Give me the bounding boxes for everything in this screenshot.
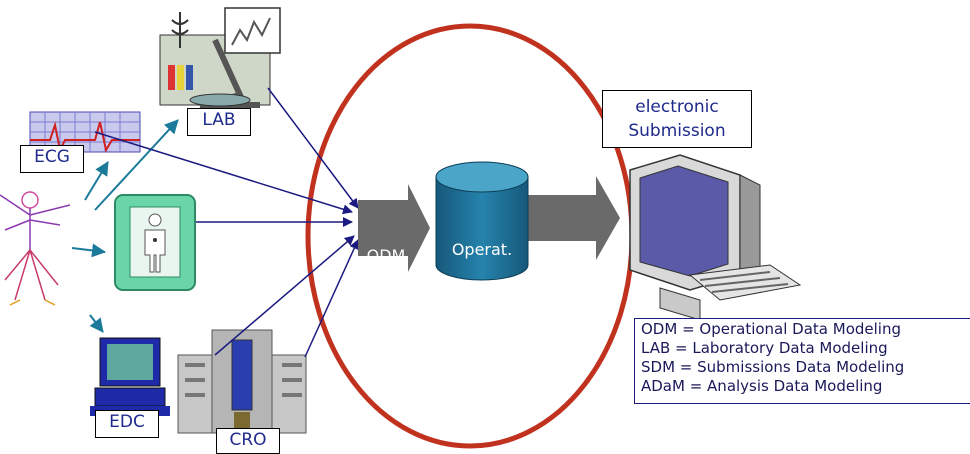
arrow-human-to-edc bbox=[89, 314, 104, 333]
cro-label: CRO bbox=[216, 428, 280, 454]
arrow-ecg-to-odm bbox=[94, 131, 353, 215]
sds-adam-block-arrow bbox=[528, 176, 620, 260]
operational-database-cylinder bbox=[435, 161, 529, 281]
database-line-1: Operat. bbox=[451, 240, 513, 259]
edc-label: EDC bbox=[95, 410, 159, 438]
arrow-lab-to-odm bbox=[267, 87, 359, 209]
submission-line-2: Submission bbox=[628, 121, 726, 141]
submission-line-1: electronic bbox=[635, 97, 719, 117]
arrow-cro-to-odm bbox=[304, 239, 359, 358]
ecg-chart-icon bbox=[29, 111, 141, 154]
arrow-human-to-ecg bbox=[84, 161, 109, 201]
legend-item: ODM = Operational Data Modeling bbox=[641, 320, 901, 338]
odm-lab-block-arrow bbox=[358, 184, 430, 272]
arrow-human-to-lab bbox=[94, 119, 179, 211]
arrow-human-to-patient bbox=[71, 243, 106, 258]
lab-microscope-icon bbox=[159, 7, 281, 108]
human-figure-icon bbox=[0, 191, 71, 306]
patient-card-icon bbox=[114, 194, 196, 291]
legend-box: ODM = Operational Data Modeling LAB = La… bbox=[634, 318, 970, 404]
edc-computer-icon bbox=[90, 337, 170, 416]
sds-text: SDS bbox=[541, 238, 575, 257]
arrow-edc-to-odm bbox=[214, 235, 355, 356]
legend-item: LAB = Laboratory Data Modeling bbox=[641, 339, 888, 357]
adam-text: ADAM bbox=[534, 298, 582, 317]
electronic-submission-box: electronic Submission bbox=[602, 90, 752, 148]
workstation-computer-icon bbox=[629, 154, 802, 321]
database-text: Operat. Database bbox=[436, 200, 528, 340]
lab-text: LAB bbox=[370, 306, 402, 325]
cro-building-icon bbox=[177, 329, 307, 434]
odm-text: ODM bbox=[366, 246, 406, 265]
odm-lab-text: ODM LAB bbox=[362, 206, 410, 346]
ecg-label: ECG bbox=[20, 145, 84, 173]
lab-label: LAB bbox=[187, 108, 251, 136]
legend-item: SDM = Submissions Data Modeling bbox=[641, 358, 905, 376]
database-line-2: Database bbox=[443, 300, 521, 319]
sds-adam-text: SDS ADAM bbox=[528, 198, 588, 338]
legend-item: ADaM = Analysis Data Modeling bbox=[641, 377, 883, 395]
